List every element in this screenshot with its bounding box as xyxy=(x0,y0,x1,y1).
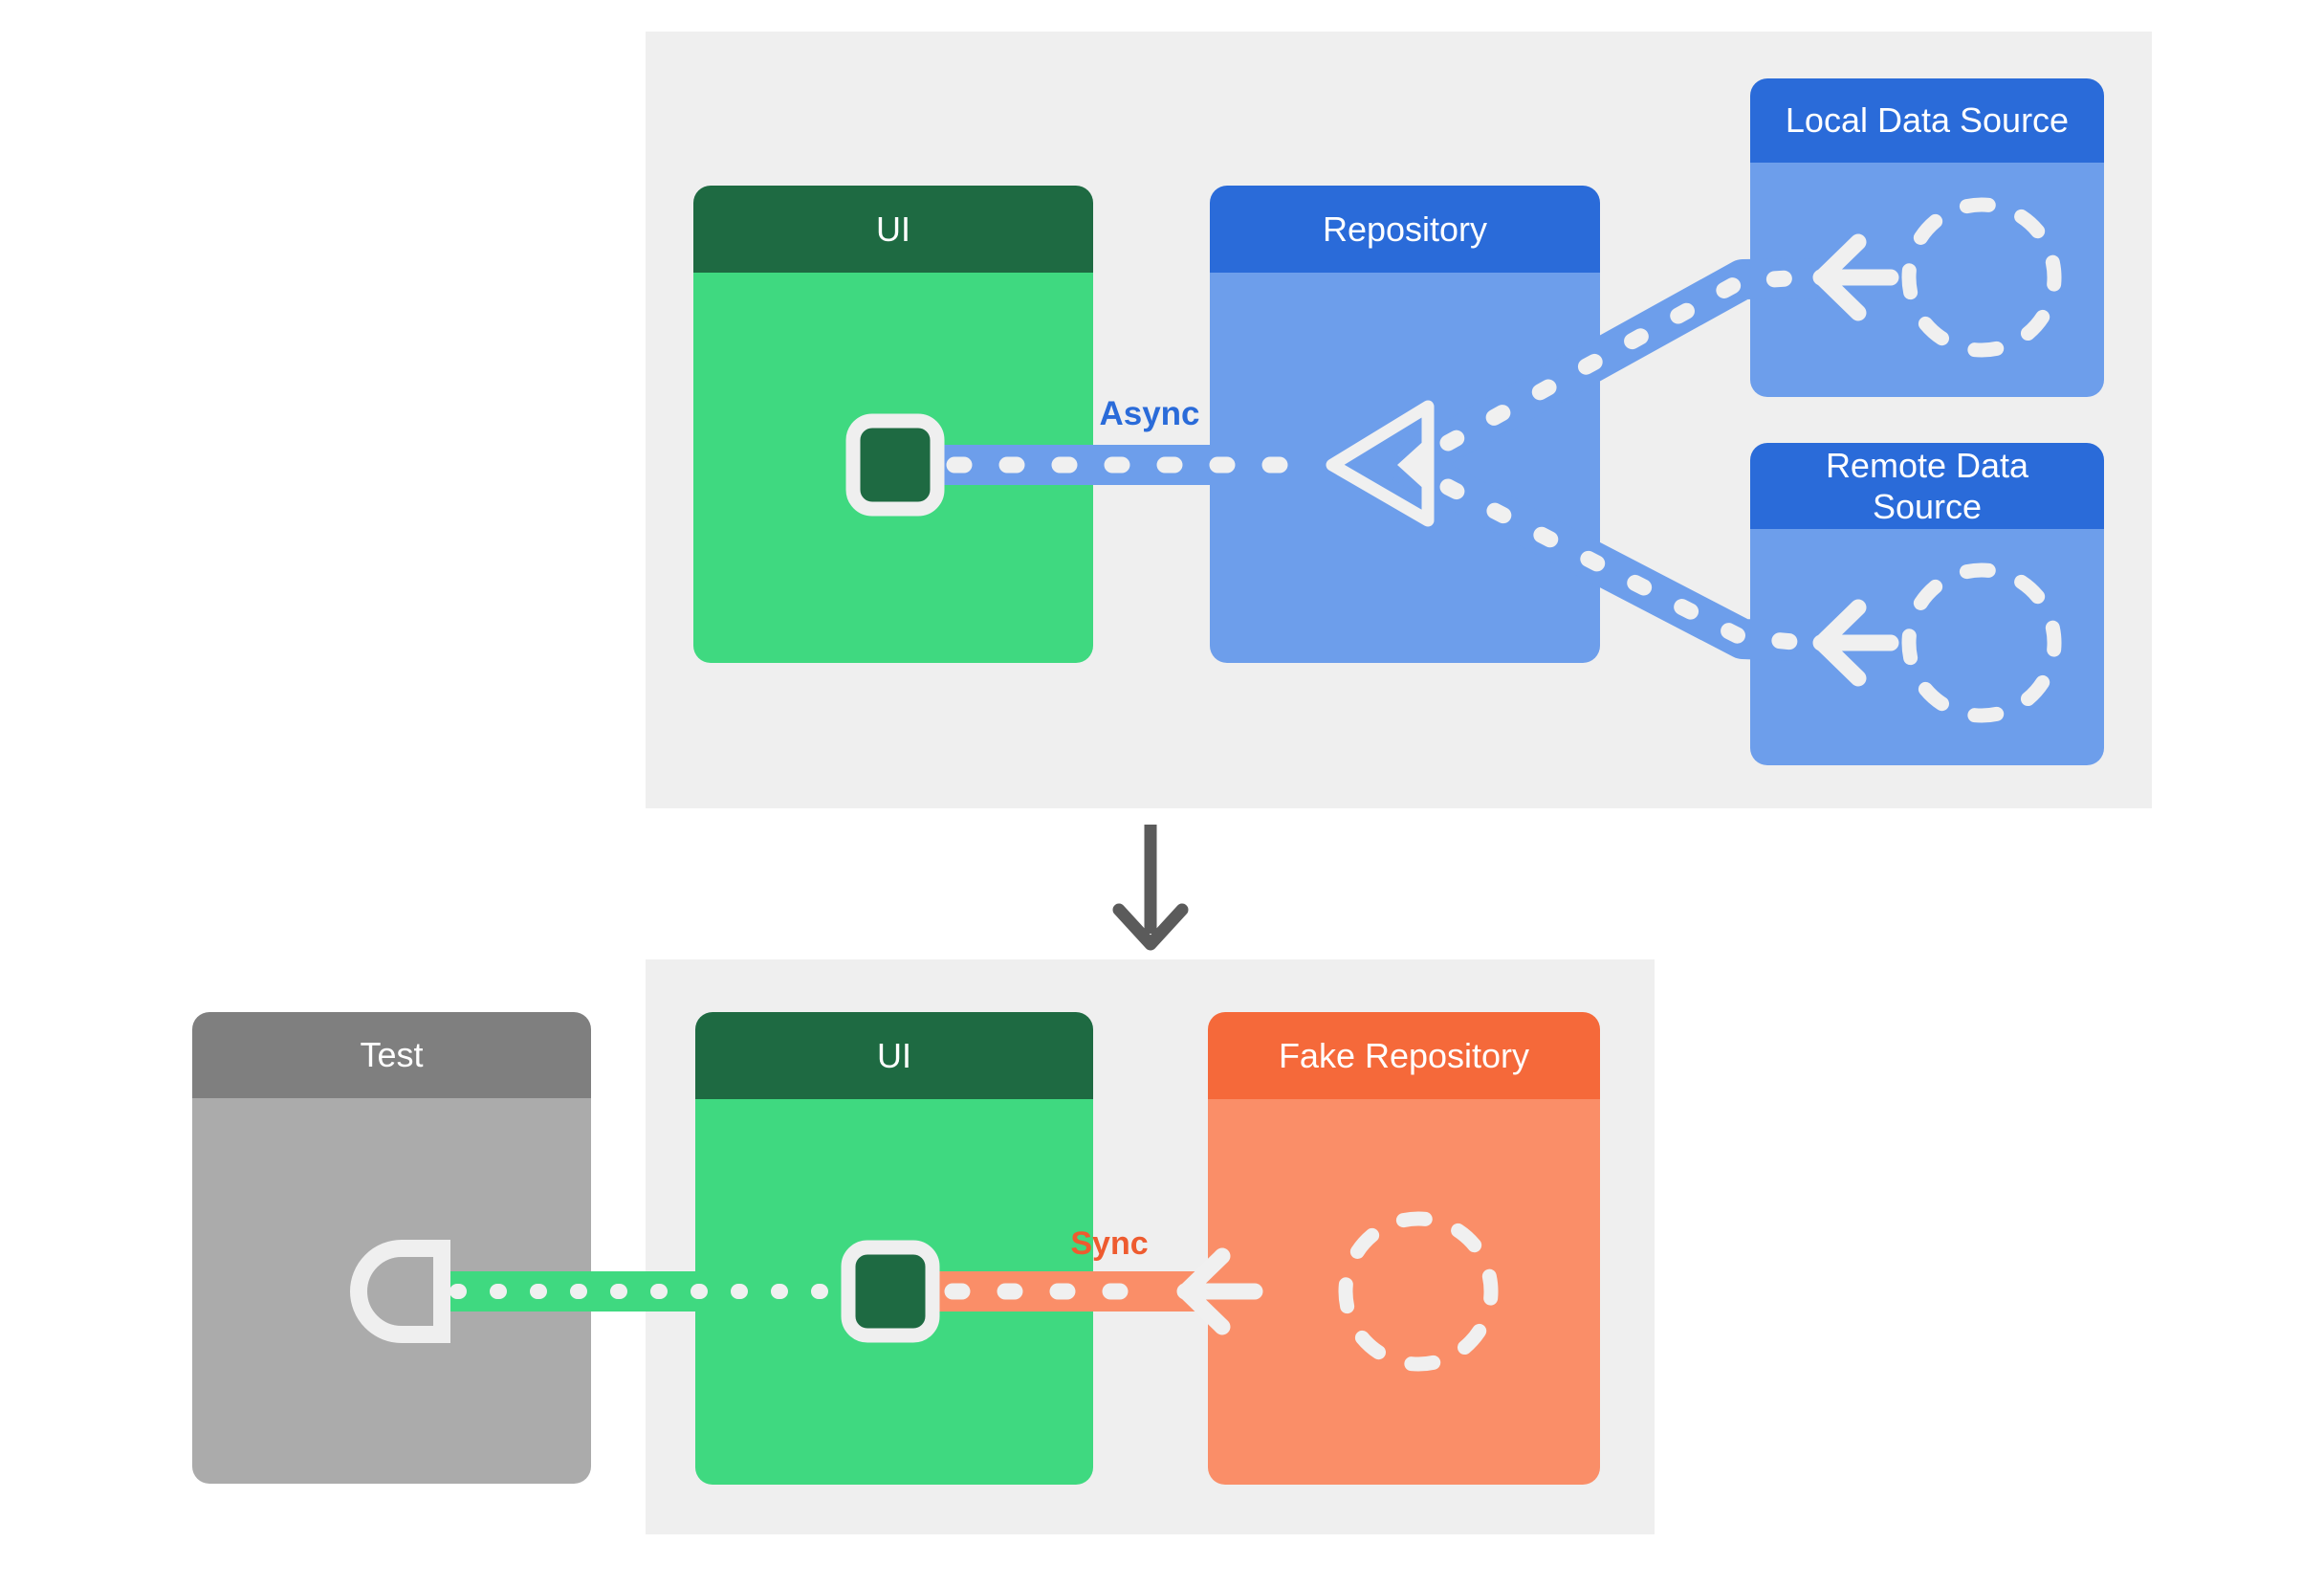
local-data-source-header: Local Data Source xyxy=(1750,78,2104,163)
test-box-label: Test xyxy=(360,1035,424,1075)
ui-box-bottom-header: UI xyxy=(695,1012,1093,1099)
ui-box-bottom-label: UI xyxy=(877,1035,911,1075)
repository-box-header: Repository xyxy=(1210,186,1600,273)
fake-repository-header: Fake Repository xyxy=(1208,1012,1600,1099)
ui-box-top-header: UI xyxy=(693,186,1093,273)
async-connection-label: Async xyxy=(1099,395,1200,432)
repository-box-body xyxy=(1210,273,1600,663)
ui-box-bottom-body xyxy=(695,1099,1093,1485)
test-box-body xyxy=(192,1098,591,1484)
fake-repository-body xyxy=(1208,1099,1600,1485)
down-arrow-icon xyxy=(1112,825,1189,951)
fake-repository-box: Fake Repository xyxy=(1208,1012,1600,1485)
test-box: Test xyxy=(192,1012,591,1484)
local-data-source-body xyxy=(1750,163,2104,397)
fake-repository-label: Fake Repository xyxy=(1278,1035,1530,1075)
ui-box-top-body xyxy=(693,273,1093,663)
ui-box-top-label: UI xyxy=(876,209,910,249)
local-data-source-box: Local Data Source xyxy=(1750,78,2104,397)
repository-box-label: Repository xyxy=(1322,209,1488,249)
remote-data-source-label: Remote Data Source xyxy=(1825,445,2029,526)
test-box-header: Test xyxy=(192,1012,591,1098)
sync-connection-label: Sync xyxy=(1070,1225,1149,1262)
remote-data-source-header: Remote Data Source xyxy=(1750,443,2104,529)
remote-data-source-body xyxy=(1750,529,2104,765)
remote-data-source-box: Remote Data Source xyxy=(1750,443,2104,765)
local-data-source-label: Local Data Source xyxy=(1785,100,2070,141)
